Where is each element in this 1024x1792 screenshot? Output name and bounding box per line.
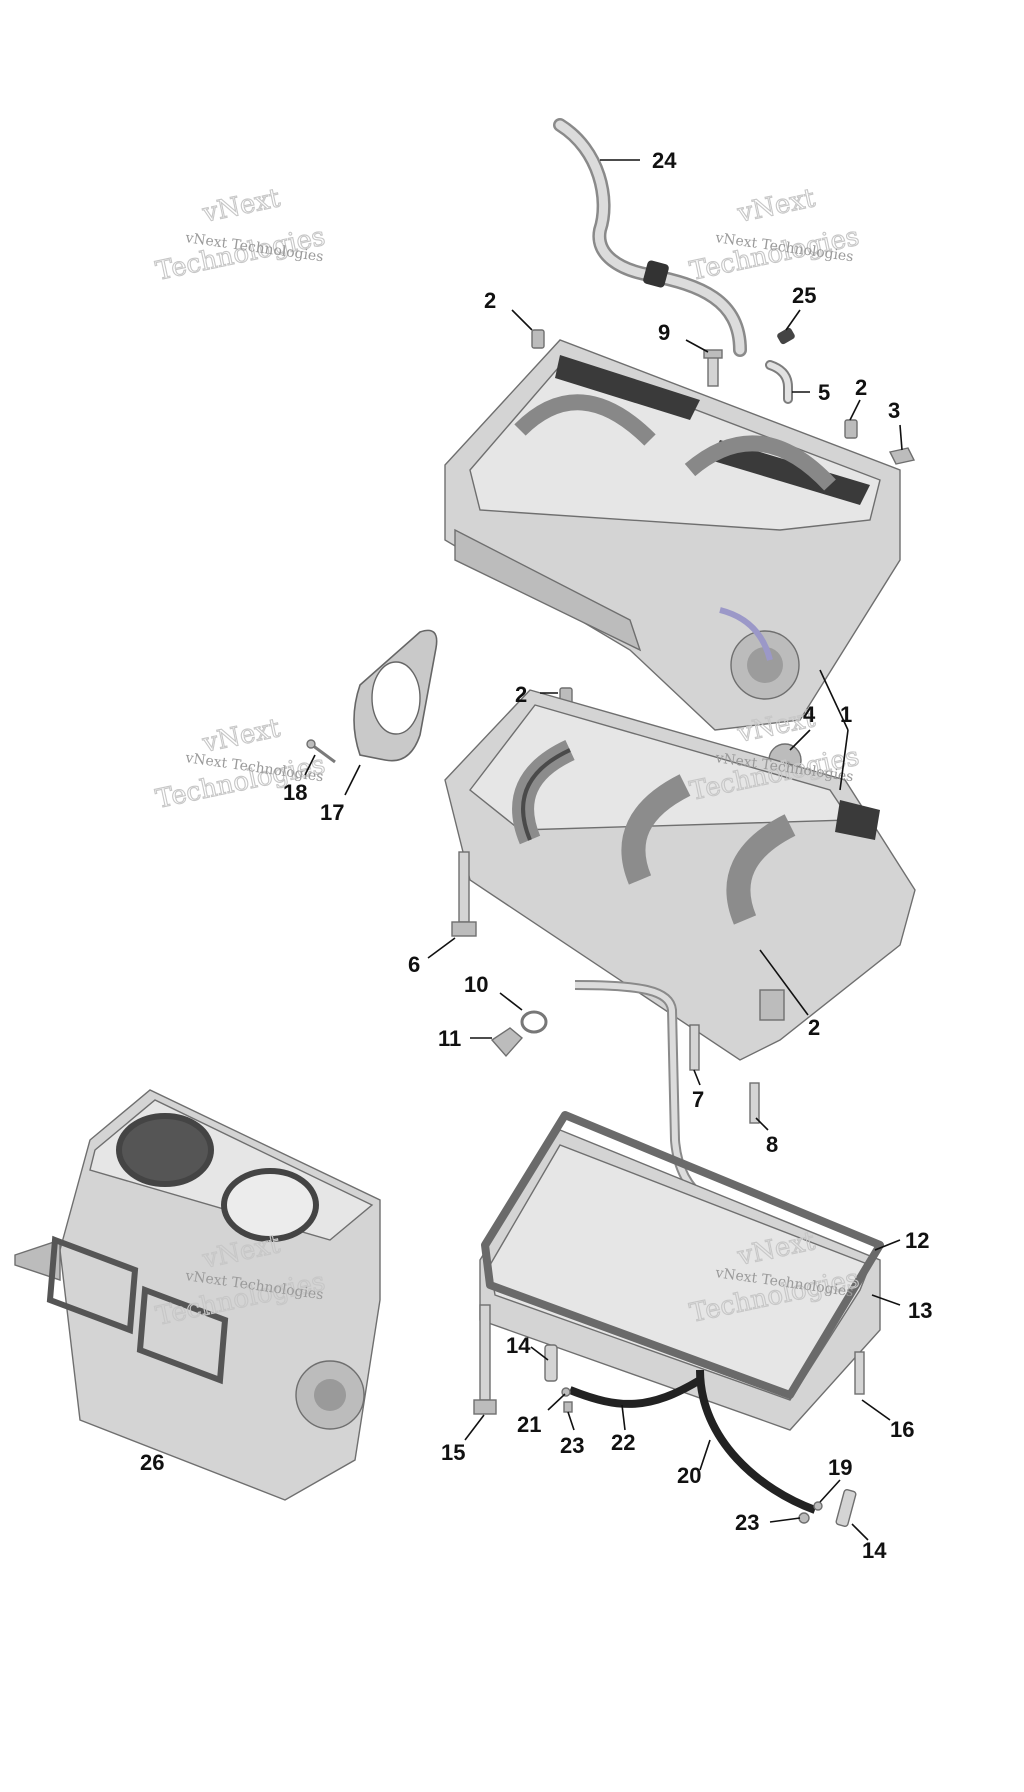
svg-text:vNext: vNext: [199, 183, 283, 229]
part-14-fitting-left: [544, 1344, 558, 1382]
callout-labels: 24 25 2 9 5 2 3 2 4 1 18 17 6 10 11 2 7 …: [140, 148, 932, 1563]
callout-23: 23: [735, 1510, 759, 1535]
callout-6: 6: [408, 952, 420, 977]
callout-2: 2: [808, 1015, 820, 1040]
part-15-bolt: [473, 1304, 497, 1415]
callout-22: 22: [611, 1430, 635, 1455]
callout-15: 15: [441, 1440, 465, 1465]
callout-2: 2: [515, 682, 527, 707]
part-17-gasket: [353, 629, 438, 762]
callout-14: 14: [862, 1538, 887, 1563]
part-18-screw: [306, 739, 336, 764]
callout-23: 23: [560, 1433, 584, 1458]
part-6-bolt: [451, 851, 477, 937]
callout-9: 9: [658, 320, 670, 345]
part-9-bolt: [703, 349, 723, 387]
callout-2: 2: [855, 375, 867, 400]
part-8-bolt: [749, 1082, 760, 1124]
part-24-tube: [553, 118, 747, 357]
callout-21: 21: [517, 1412, 541, 1437]
callout-12: 12: [905, 1228, 929, 1253]
part-22-hose: [568, 1376, 703, 1408]
part-1-crankcase-upper: [444, 339, 901, 731]
callout-11: 11: [438, 1026, 461, 1051]
svg-text:vNext: vNext: [199, 713, 283, 759]
part-3-plug: [888, 447, 916, 465]
svg-text:vNext: vNext: [734, 183, 818, 229]
part-1-crankcase-lower: [444, 689, 916, 1061]
callout-10: 10: [464, 972, 488, 997]
part-23-nut-left: [563, 1401, 573, 1413]
part-10-oring: [520, 1010, 548, 1034]
part-2-dowel-upper-left: [531, 329, 545, 349]
callout-2: 2: [484, 288, 496, 313]
callout-20: 20: [677, 1463, 701, 1488]
part-23-nut-right: [798, 1512, 810, 1524]
callout-24: 24: [652, 148, 677, 173]
part-19-clamp: [813, 1501, 823, 1511]
part-11-plug: [490, 1027, 524, 1058]
callout-14: 14: [506, 1333, 531, 1358]
callout-8: 8: [766, 1132, 778, 1157]
callout-7: 7: [692, 1087, 704, 1112]
callout-18: 18: [283, 780, 307, 805]
callout-3: 3: [888, 398, 900, 423]
callout-26: 26: [140, 1450, 164, 1475]
callout-25: 25: [792, 283, 816, 308]
callout-19: 19: [828, 1455, 852, 1480]
part-20-hose: [696, 1369, 817, 1514]
part-16-bolt: [854, 1351, 865, 1395]
part-7-bolt: [689, 1024, 700, 1071]
part-25-clamp: [777, 327, 795, 345]
part-14-fitting-right: [835, 1489, 857, 1527]
callout-1: 1: [840, 702, 852, 727]
watermark-upper-right: vNext Technologies vNext Technologies: [687, 183, 863, 288]
part-26-engine-assembly: [14, 1089, 381, 1501]
callout-17: 17: [320, 800, 344, 825]
part-12-gasket: [481, 1111, 884, 1399]
callout-16: 16: [890, 1417, 914, 1442]
leader-lines: [304, 159, 903, 1541]
part-2-dowel-upper-right: [844, 419, 858, 439]
callout-5: 5: [818, 380, 830, 405]
callout-4: 4: [803, 702, 816, 727]
watermark-upper-left: vNext Technologies vNext Technologies: [153, 183, 329, 288]
part-5-elbow: [765, 360, 793, 404]
callout-13: 13: [908, 1298, 932, 1323]
